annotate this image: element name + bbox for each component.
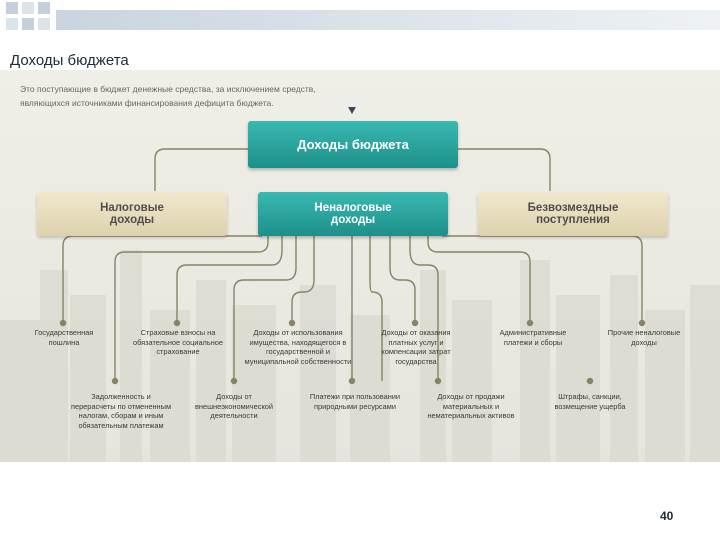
slide-title: Доходы бюджета <box>10 52 129 69</box>
top-decor-strip <box>6 2 720 30</box>
leaf-foreign-trade: Доходы от внешнеэкономической деятельнос… <box>194 392 274 421</box>
skyline-background <box>0 250 720 462</box>
category-nontax-label: Неналоговые доходы <box>314 202 392 226</box>
root-node: Доходы бюджета <box>248 121 458 168</box>
category-tax: Налоговые доходы <box>37 192 227 236</box>
leaf-arrears-recalculations: Задолженность и перерасчеты по отмененны… <box>70 392 172 430</box>
top-decor-bar <box>0 0 720 38</box>
leaf-insurance-contributions: Страховые взносы на обязательное социаль… <box>132 328 224 357</box>
leaf-asset-sales: Доходы от продажи материальных и нематер… <box>427 392 515 421</box>
leaf-admin-fees: Административные платежи и сборы <box>499 328 567 347</box>
leaf-natural-resources: Платежи при пользовании природными ресур… <box>309 392 401 411</box>
down-arrow-icon <box>348 107 356 114</box>
intro-text: Это поступающие в бюджет денежные средст… <box>20 84 316 108</box>
category-nontax: Неналоговые доходы <box>258 192 448 236</box>
category-gratuitous: Безвозмездные поступления <box>478 192 668 236</box>
leaf-paid-services: Доходы от оказания платных услуг и компе… <box>381 328 451 366</box>
leaf-other-nontax: Прочие неналоговые доходы <box>607 328 681 347</box>
connector-lines <box>59 148 646 385</box>
leaf-fines-damages: Штрафы, санкции, возмещение ущерба <box>554 392 626 411</box>
leaf-state-duty: Государственная пошлина <box>34 328 94 347</box>
category-tax-label: Налоговые доходы <box>100 202 164 226</box>
category-gratuitous-label: Безвозмездные поступления <box>527 202 619 226</box>
root-node-label: Доходы бюджета <box>297 137 409 152</box>
leaf-property-income: Доходы от использования имущества, наход… <box>244 328 352 366</box>
page-number: 40 <box>660 509 674 523</box>
